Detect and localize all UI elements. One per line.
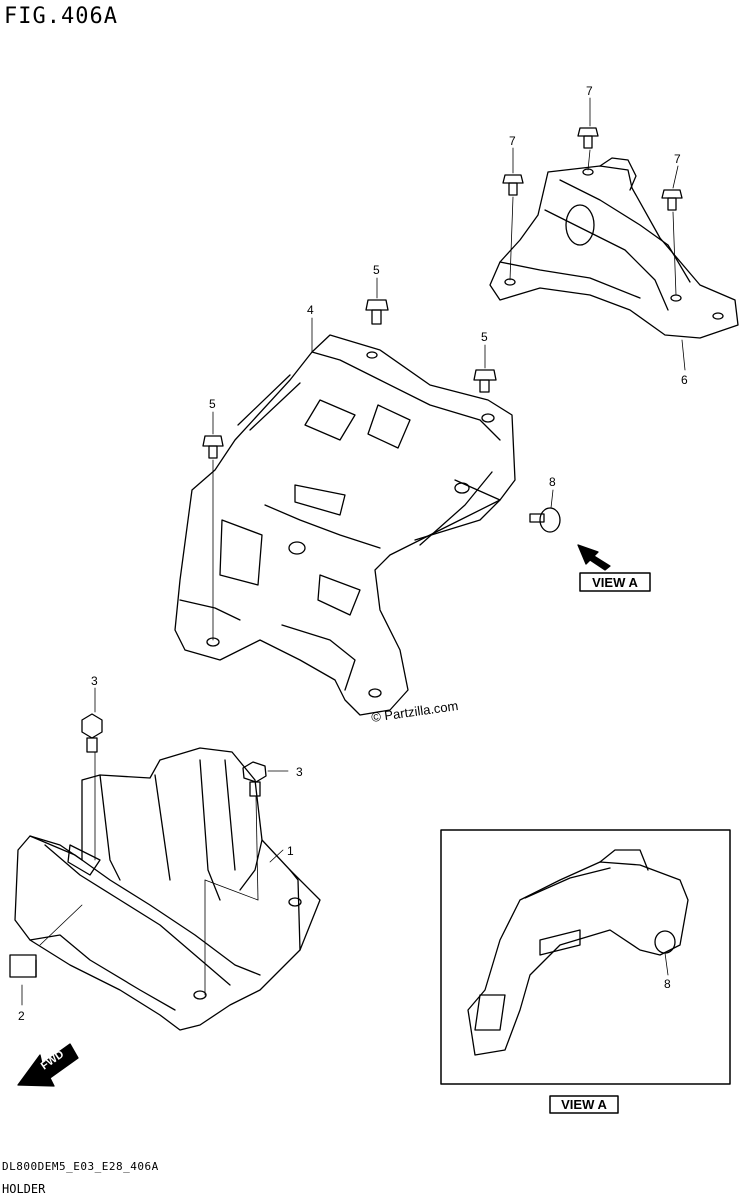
view-a-caption-box — [549, 1095, 619, 1114]
callout-5: 5 — [209, 397, 216, 411]
pad-part-2[interactable] — [9, 904, 83, 1006]
view-arrow — [577, 544, 611, 571]
bolt-part-5[interactable] — [202, 435, 224, 459]
holder-part-4[interactable] — [174, 334, 516, 716]
callout-2: 2 — [18, 1009, 25, 1023]
view-a-inset-drawing — [467, 849, 689, 1056]
bolt-part-3[interactable] — [81, 713, 103, 753]
figure-code: DL800DEM5_E03_E28_406A — [2, 1160, 159, 1173]
bolt-part-7[interactable] — [502, 174, 524, 196]
bracket-part-6[interactable] — [489, 157, 739, 339]
callout-7: 7 — [674, 152, 681, 166]
bolt-part-7[interactable] — [577, 127, 599, 149]
view-a-caption: VIEW A — [561, 1097, 607, 1112]
callout-7: 7 — [586, 84, 593, 98]
view-a-label: VIEW A — [592, 575, 638, 590]
callout-3: 3 — [296, 765, 303, 779]
callout-5: 5 — [373, 263, 380, 277]
callout-8: 8 — [664, 977, 671, 991]
callout-5: 5 — [481, 330, 488, 344]
bolt-part-5[interactable] — [365, 299, 389, 325]
tray-part-1[interactable] — [14, 747, 321, 1031]
bolt-part-3[interactable] — [242, 761, 267, 797]
figure-name: HOLDER — [2, 1182, 46, 1196]
callout-6: 6 — [681, 373, 688, 387]
callout-7: 7 — [509, 134, 516, 148]
view-a-inset-frame — [440, 829, 731, 1085]
clip-part-8[interactable] — [529, 489, 561, 533]
figure-title: FIG.406A — [4, 4, 118, 29]
callout-4: 4 — [307, 303, 314, 317]
watermark: © Partzilla.com — [370, 698, 459, 725]
view-a-label-box — [579, 572, 651, 592]
bolt-part-7[interactable] — [661, 189, 683, 211]
callout-1: 1 — [287, 844, 294, 858]
callout-3: 3 — [91, 674, 98, 688]
bolt-part-5[interactable] — [473, 369, 497, 393]
callout-8: 8 — [549, 475, 556, 489]
fwd-arrow-icon — [17, 1043, 79, 1087]
